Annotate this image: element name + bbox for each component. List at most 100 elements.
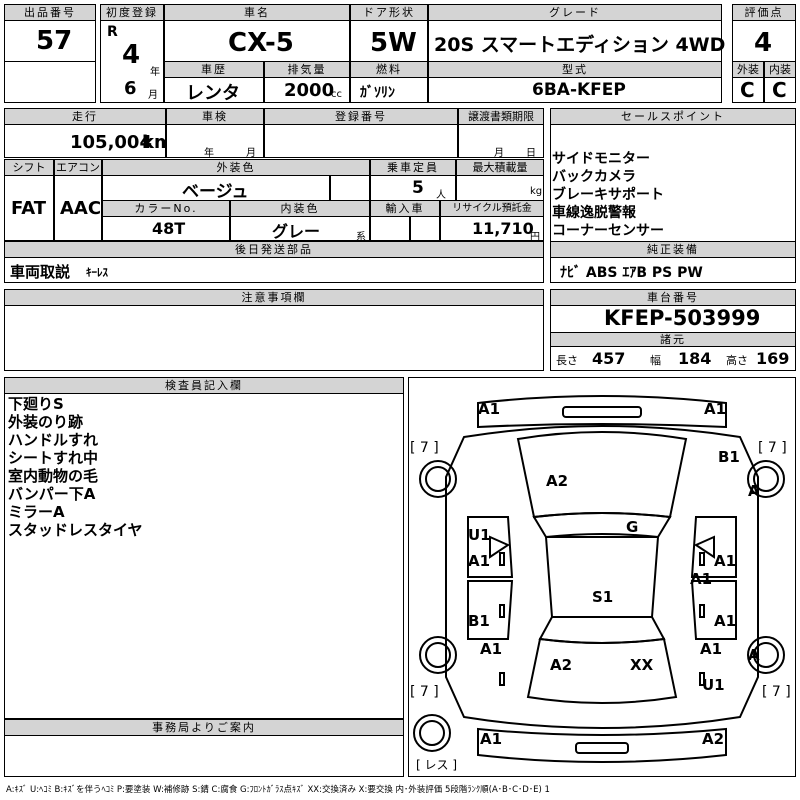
first-reg-cell [100, 20, 164, 103]
inspection-label: 車検 [166, 108, 264, 125]
damage-mark: U1 [702, 676, 725, 694]
damage-mark: A2 [702, 730, 725, 748]
inspector-line: ハンドルすれ [8, 431, 99, 449]
later-sub: ｷｰﾚｽ [86, 266, 108, 279]
sales-label: セールスポイント [550, 108, 796, 125]
int-score-cell [764, 77, 796, 103]
color-label: 外装色 [102, 159, 370, 176]
recycle-cell [440, 216, 544, 241]
seats-value: 5 [412, 178, 424, 198]
inspector-line: シートすれ中 [8, 449, 99, 467]
damage-mark: U1 [468, 526, 491, 544]
damage-mark: A1 [468, 552, 491, 570]
ext-label: 外装 [732, 61, 764, 78]
sales-cell [550, 124, 796, 258]
mileage-value: 105,004 [70, 132, 152, 153]
lot-empty-cell [4, 61, 96, 103]
ext-score: C [740, 78, 755, 102]
int-score: C [772, 78, 787, 102]
recycle-value: 11,710 [472, 219, 534, 238]
model-value: 6BA-KFEP [532, 80, 626, 100]
later-main: 車両取説 [10, 263, 71, 281]
damage-mark: B1 [718, 448, 740, 466]
damage-mark: G [626, 518, 639, 536]
lot-label: 出品番号 [4, 4, 96, 21]
spare-tire-note: [ レス ] [416, 758, 458, 772]
inspector-cell [4, 393, 404, 719]
width-value: 184 [678, 349, 712, 368]
notes-label: 注意事項欄 [4, 289, 544, 306]
damage-mark: A1 [480, 640, 503, 658]
inspector-line: 下廻りS [8, 395, 64, 413]
damage-mark: S1 [592, 588, 614, 606]
sales-point: バックカメラ [552, 169, 636, 185]
office-label: 事務局よりご案内 [4, 719, 404, 736]
inspection-month-unit: 月 [246, 148, 256, 159]
displacement-cell [264, 77, 350, 103]
displacement-value: 2000 [284, 80, 335, 101]
tire-tread-rear-right: [ 7 ] [762, 684, 791, 700]
fuel-label: 燃料 [350, 61, 428, 78]
height-value: 169 [756, 349, 790, 368]
inspection-cell [166, 124, 264, 158]
tire-tread-front-left: [ 7 ] [410, 440, 439, 456]
chassis-value: KFEP-503999 [604, 306, 761, 330]
inspector-label: 検査員記入欄 [4, 377, 404, 394]
mileage-cell [4, 124, 166, 158]
fuel-value: ｶﾞｿﾘﾝ [360, 85, 395, 101]
width-label: 幅 [650, 354, 661, 367]
equip-label: 純正装備 [550, 241, 796, 258]
regno-cell [264, 124, 458, 158]
damage-mark: A1 [700, 640, 723, 658]
colorno-value: 48T [152, 219, 186, 238]
chassis-label: 車台番号 [550, 289, 796, 306]
length-value: 457 [592, 349, 626, 368]
later-cell [4, 257, 544, 283]
damage-mark: A [748, 482, 760, 500]
history-cell [164, 77, 264, 103]
inspector-line: スタッドレスタイヤ [8, 521, 143, 539]
first-reg-label: 初度登録 [100, 4, 164, 21]
tire-tread-front-right: [ 7 ] [758, 440, 787, 456]
colorno-label: カラーNo. [102, 200, 230, 217]
intcolor-value: グレー [272, 222, 321, 241]
model-label: 型式 [428, 61, 722, 78]
spec-label: 諸元 [550, 332, 796, 347]
int-label: 内装 [764, 61, 796, 78]
sales-point: コーナーセンサー [552, 223, 664, 239]
damage-mark: A1 [714, 552, 737, 570]
equip-value: ﾅﾋﾞ ABS ｴｱB PS PW [560, 265, 703, 281]
inspector-line: バンパー下A [8, 485, 96, 503]
damage-mark: A1 [714, 612, 737, 630]
score-cell [732, 20, 796, 62]
import-cell-a [370, 216, 410, 241]
ac-cell [54, 175, 102, 241]
inspector-line: 外装のり跡 [8, 413, 84, 431]
damage-mark: A1 [478, 400, 501, 418]
load-label: 最大積載量 [456, 159, 544, 176]
car-name: CX-5 [228, 28, 294, 58]
door-cell [350, 20, 428, 62]
intcolor-cell [230, 216, 370, 241]
inspector-notes: 下廻りS 外装のり跡 ハンドルすれ シートすれ中 室内動物の毛 バンパー下A ミ… [8, 395, 143, 539]
sales-point: ブレーキサポート [552, 187, 664, 203]
inspector-line: 室内動物の毛 [8, 467, 99, 485]
later-label: 後日発送部品 [4, 241, 544, 258]
shift-cell [4, 175, 54, 241]
intcolor-unit: 系 [356, 232, 366, 243]
sales-point: サイドモニター [552, 151, 650, 167]
seats-label: 乗車定員 [370, 159, 456, 176]
length-label: 長さ [556, 354, 578, 367]
tire-tread-rear-left: [ 7 ] [410, 684, 439, 700]
damage-mark: A2 [550, 656, 573, 674]
lot-number: 57 [36, 26, 73, 56]
history-value: レンタ [186, 83, 240, 104]
damage-mark: A1 [704, 400, 727, 418]
reg-year: 4 [122, 40, 141, 70]
seats-unit: 人 [436, 190, 446, 201]
model-cell [428, 77, 722, 103]
damage-mark: XX [630, 656, 654, 674]
load-unit: kg [530, 186, 543, 197]
transfer-month-unit: 月 [494, 148, 504, 159]
